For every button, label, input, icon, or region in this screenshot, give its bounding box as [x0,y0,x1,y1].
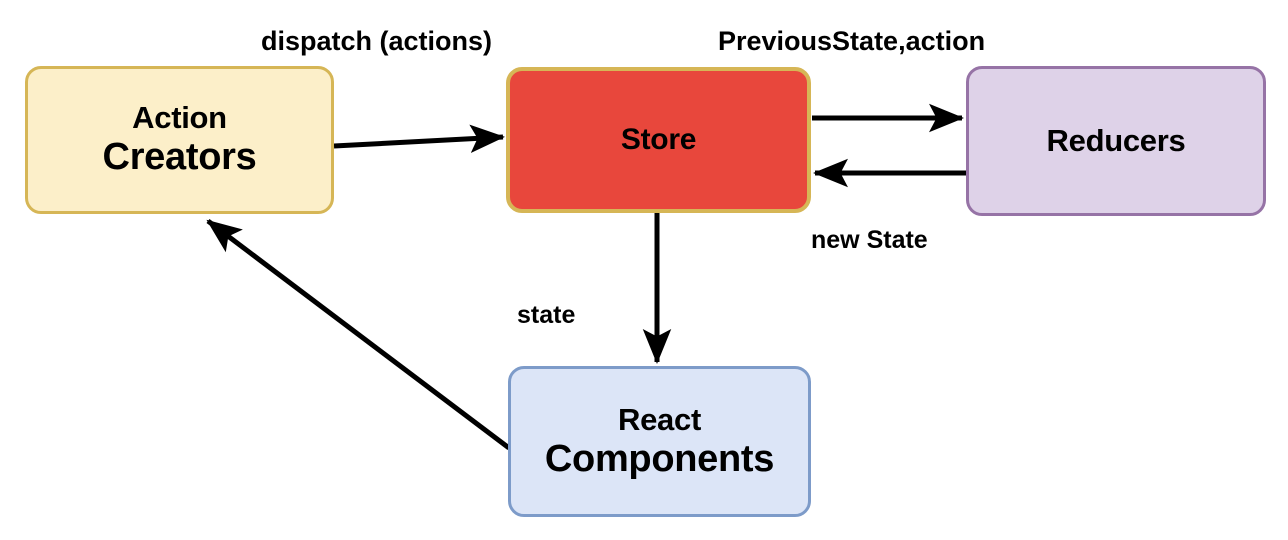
node-store-label: Store [620,123,697,157]
node-react-components-label-line1: React [618,401,701,437]
node-react-components-label-line2: Components [544,437,775,480]
node-reducers-label: Reducers [1046,122,1186,158]
edge-label-state: state [517,301,576,329]
edge-label-new-state: new State [811,226,928,254]
node-react-components[interactable]: React Components [508,366,811,517]
node-reducers[interactable]: Reducers [966,66,1266,216]
node-action-creators-label-line1: Action [132,100,227,136]
node-store[interactable]: Store [506,67,811,213]
node-action-creators[interactable]: Action Creators [25,66,334,214]
edge-label-previousstate-action: PreviousState,action [718,26,986,56]
edge-react-components-to-action-creators [206,219,511,450]
edge-label-dispatch-actions: dispatch (actions) [261,26,493,56]
node-action-creators-label-line2: Creators [102,136,257,179]
edge-action-creators-to-store [333,124,505,153]
